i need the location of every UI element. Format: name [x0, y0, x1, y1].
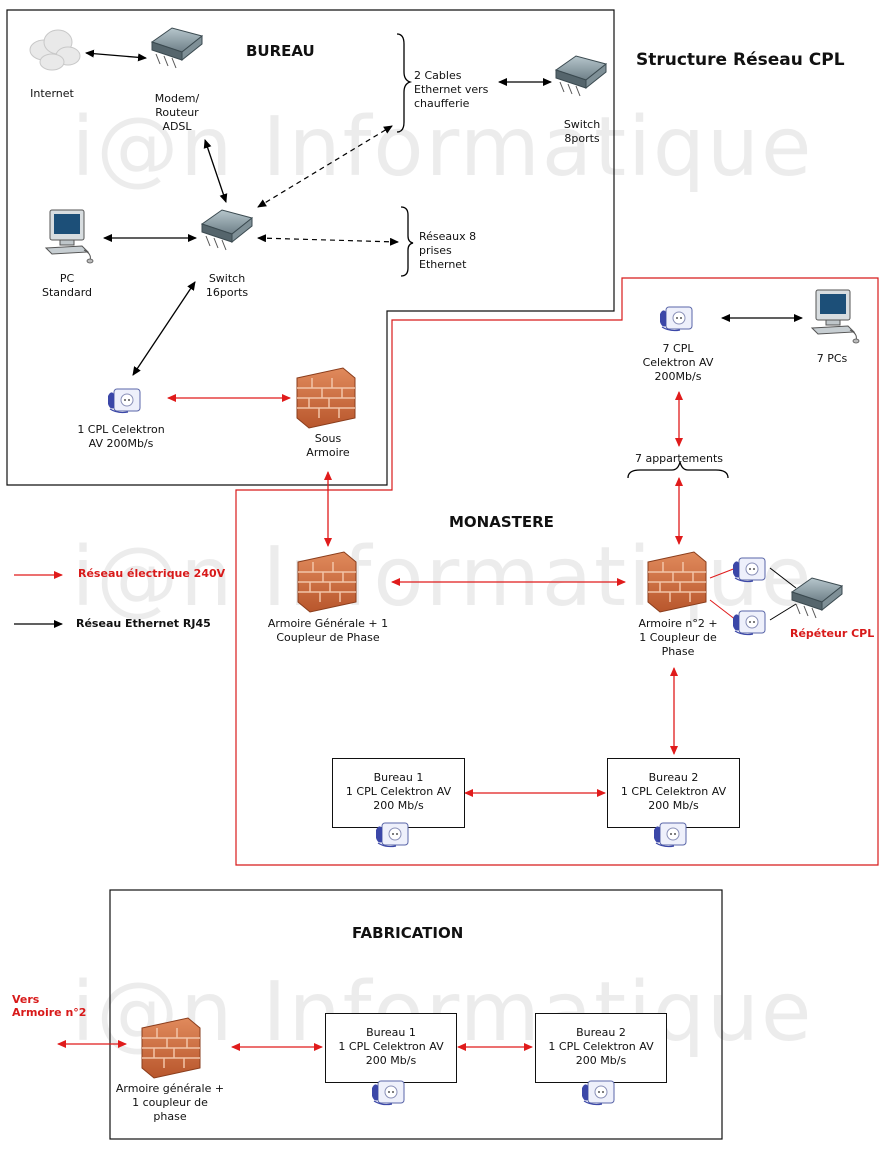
monastere-bureau1-label: Bureau 1 1 CPL Celektron AV 200 Mb/s: [345, 771, 452, 812]
pcs-7-icon: [811, 289, 860, 344]
link-plc-repeteur-top: [769, 567, 797, 589]
monastere-bureau1-box: Bureau 1 1 CPL Celektron AV 200 Mb/s: [332, 758, 465, 828]
watermark-top: i@n Informatique: [71, 100, 814, 195]
link-switch16-cpl: [132, 281, 196, 376]
label-repeteur-cpl: Répéteur CPL: [790, 627, 875, 640]
zone-title-monastere: MONASTERE: [449, 513, 554, 531]
brace-cables: [396, 33, 413, 133]
link-switch16-cables: [257, 125, 393, 208]
link-internet-modem: [85, 49, 147, 62]
label-switch8: Switch 8ports: [563, 118, 601, 145]
label-internet: Internet: [30, 87, 74, 100]
legend-ethernet-label: Réseau Ethernet RJ45: [76, 617, 211, 630]
fabrication-bureau1-plc-icon: [372, 1080, 405, 1106]
label-fab-armoire: Armoire générale + 1 coupleur de phase: [115, 1082, 225, 1123]
label-cables: 2 Cables Ethernet vers chaufferie: [414, 69, 489, 110]
fabrication-boundary: [109, 889, 723, 1140]
repeteur-cpl-icon: [791, 577, 843, 619]
label-pcs-7: 7 PCs: [816, 352, 848, 365]
modem-router-icon: [151, 27, 203, 69]
fabrication-bureau1-box: Bureau 1 1 CPL Celektron AV 200 Mb/s: [325, 1013, 457, 1083]
zone-title-fabrication: FABRICATION: [352, 924, 464, 942]
fabrication-bureau2-label: Bureau 2 1 CPL Celektron AV 200 Mb/s: [548, 1026, 654, 1067]
legend-electric-label: Réseau électrique 240V: [78, 567, 226, 580]
label-vers-armoire-2: Vers Armoire n°2: [12, 993, 87, 1019]
label-cpl-bureau: 1 CPL Celektron AV 200Mb/s: [77, 423, 165, 450]
monastere-bureau2-label: Bureau 2 1 CPL Celektron AV 200 Mb/s: [620, 771, 727, 812]
switch-16ports-icon: [201, 209, 253, 251]
fab-armoire-icon: [141, 1017, 201, 1079]
label-armoire-generale: Armoire Générale + 1 Coupleur de Phase: [267, 617, 389, 644]
switch-8ports-icon: [555, 55, 607, 97]
sous-armoire-icon: [296, 367, 356, 429]
coupleur-plc-top-icon: [732, 557, 766, 583]
bureau-boundary: [6, 9, 615, 486]
monastere-bureau2-box: Bureau 2 1 CPL Celektron AV 200 Mb/s: [607, 758, 740, 828]
monastere-bureau1-plc-icon: [376, 822, 409, 848]
monastere-bureau2-plc-icon: [654, 822, 687, 848]
coupleur-plc-bottom-icon: [732, 610, 766, 636]
link-switch16-reseaux: [257, 234, 399, 246]
link-modem-switch16: [203, 139, 228, 203]
internet-cloud-icon: [29, 29, 81, 71]
link-armoire2-plc-bottom: [709, 599, 737, 621]
diagram-title: Structure Réseau CPL: [636, 50, 845, 70]
label-reseaux: Réseaux 8 prises Ethernet: [419, 230, 477, 271]
fabrication-bureau1-label: Bureau 1 1 CPL Celektron AV 200 Mb/s: [338, 1026, 444, 1067]
monastere-boundary: [235, 277, 879, 866]
brace-appartements: [627, 461, 729, 479]
label-armoire-2: Armoire n°2 + 1 Coupleur de Phase: [638, 617, 718, 658]
zone-title-bureau: BUREAU: [246, 42, 315, 60]
fabrication-bureau2-box: Bureau 2 1 CPL Celektron AV 200 Mb/s: [535, 1013, 667, 1083]
brace-reseaux: [400, 206, 414, 277]
label-appartements: 7 appartements: [634, 452, 724, 465]
armoire-2-icon: [647, 551, 707, 613]
cpl-adapter-icon: [107, 388, 141, 414]
label-sous-armoire: Sous Armoire: [306, 432, 350, 459]
armoire-generale-icon: [297, 551, 357, 613]
pc-standard-icon: [45, 209, 94, 264]
cpl-7-icon: [659, 306, 693, 332]
fabrication-bureau2-plc-icon: [582, 1080, 615, 1106]
link-plc-repeteur-bottom: [769, 603, 797, 621]
label-pc-standard: PC Standard: [41, 272, 93, 299]
label-modem: Modem/ Routeur ADSL: [154, 92, 200, 133]
label-cpl-7: 7 CPL Celektron AV 200Mb/s: [642, 342, 714, 383]
link-armoire2-plc-top: [709, 567, 737, 579]
label-switch16: Switch 16ports: [205, 272, 249, 299]
